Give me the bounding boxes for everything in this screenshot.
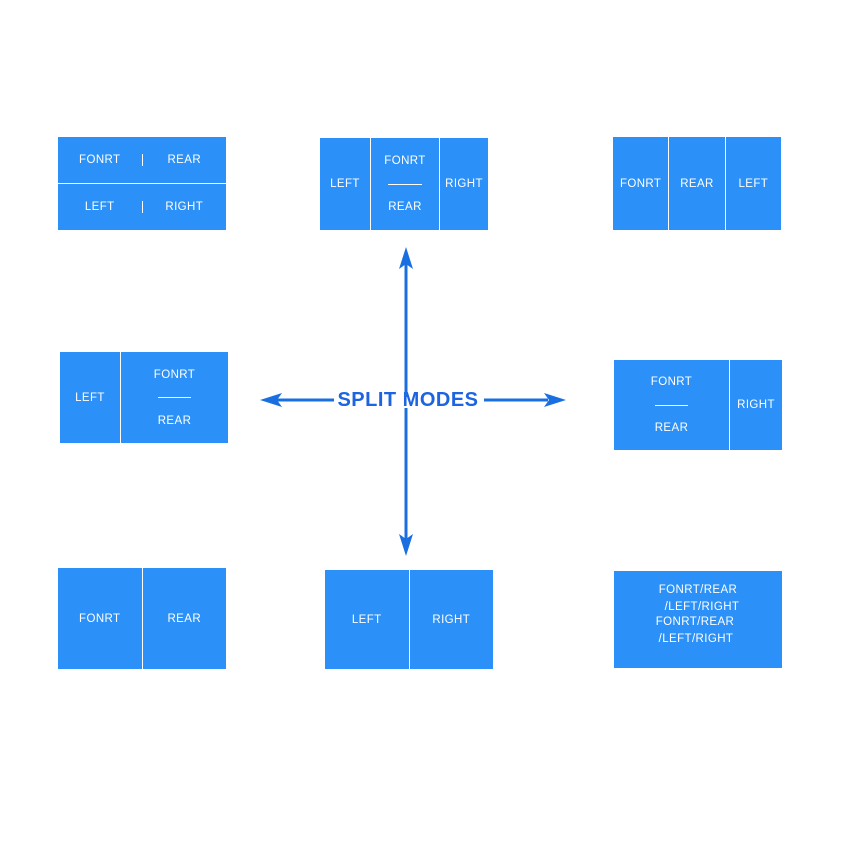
cell-front[interactable]: FONRT xyxy=(153,352,196,397)
combined-text-line: FONRT/REAR xyxy=(658,584,738,596)
right-stack: FONRT REAR xyxy=(120,352,228,443)
cell-label: REAR xyxy=(167,612,202,625)
cell-label: RIGHT xyxy=(165,201,204,213)
panel-left-stack-right-split[interactable]: LEFT FONRT REAR RIGHT xyxy=(320,138,488,230)
cell-label: LEFT xyxy=(351,613,382,626)
cell-label: REAR xyxy=(680,177,714,190)
cell-front[interactable]: FONRT xyxy=(58,568,142,669)
cell-label: REAR xyxy=(654,421,689,434)
cell-right[interactable]: RIGHT xyxy=(439,138,488,230)
cell-label: RIGHT xyxy=(445,178,483,190)
panel-front-rear-split[interactable]: FONRT REAR xyxy=(58,568,226,669)
cell-rear[interactable]: REAR xyxy=(668,137,725,230)
cell-rear[interactable]: REAR xyxy=(654,404,689,450)
combined-text-line: FONRT/REAR xyxy=(655,616,735,628)
combined-text-line: /LEFT/RIGHT xyxy=(664,601,740,613)
cell-label: FONRT xyxy=(384,154,426,167)
cell-label: REAR xyxy=(388,201,422,214)
arrow-left-icon xyxy=(260,393,334,407)
quad-bottom-row: LEFT RIGHT xyxy=(58,183,226,230)
cell-left[interactable]: LEFT xyxy=(60,352,120,443)
combined-text-line: /LEFT/RIGHT xyxy=(658,633,734,645)
center-stack: FONRT REAR xyxy=(370,138,439,230)
panel-three-column-split[interactable]: FONRT REAR LEFT xyxy=(613,137,781,230)
cell-right[interactable]: RIGHT xyxy=(408,570,493,669)
cell-label: FONRT xyxy=(619,177,662,190)
cell-front[interactable]: FONRT xyxy=(58,154,142,166)
cell-label: LEFT xyxy=(75,391,105,404)
left-stack: FONRT REAR xyxy=(614,360,729,450)
cell-right[interactable]: RIGHT xyxy=(141,201,226,213)
quad-top-row: FONRT REAR xyxy=(58,137,226,183)
arrow-right-icon xyxy=(484,393,566,407)
cell-label: FONRT xyxy=(79,612,121,625)
panel-combined-modes-text[interactable]: FONRT/REAR /LEFT/RIGHT FONRT/REAR /LEFT/… xyxy=(614,571,782,668)
cell-label: FONRT xyxy=(79,154,121,166)
cell-rear[interactable]: REAR xyxy=(141,154,226,166)
cell-label: REAR xyxy=(157,414,192,427)
panel-stack-plus-right-split[interactable]: FONRT REAR RIGHT xyxy=(614,360,782,450)
cell-left[interactable]: LEFT xyxy=(724,137,781,230)
cell-rear[interactable]: REAR xyxy=(141,568,226,669)
cell-left[interactable]: LEFT xyxy=(325,570,409,669)
cell-label: FONRT xyxy=(650,376,693,389)
arrow-up-icon xyxy=(399,247,413,397)
cell-label: RIGHT xyxy=(737,399,775,411)
cell-rear[interactable]: REAR xyxy=(157,397,192,443)
cell-label: REAR xyxy=(167,154,202,166)
cell-label: FONRT xyxy=(153,368,196,381)
cell-front[interactable]: FONRT xyxy=(650,360,693,405)
cell-front[interactable]: FONRT xyxy=(384,138,426,184)
panel-quad-split[interactable]: FONRT REAR LEFT RIGHT xyxy=(58,137,226,230)
panel-left-right-split[interactable]: LEFT RIGHT xyxy=(325,570,493,669)
cell-label: RIGHT xyxy=(432,613,471,626)
cell-left[interactable]: LEFT xyxy=(58,201,142,213)
cell-front[interactable]: FONRT xyxy=(613,137,669,230)
panel-left-plus-stack-split[interactable]: LEFT FONRT REAR xyxy=(60,352,228,443)
cell-label: LEFT xyxy=(84,201,115,213)
arrow-down-icon xyxy=(399,408,413,556)
cell-label: LEFT xyxy=(330,178,360,190)
cell-rear[interactable]: REAR xyxy=(388,183,422,230)
cell-label: LEFT xyxy=(738,177,769,190)
page-title: SPLIT MODES xyxy=(337,389,479,411)
cell-left[interactable]: LEFT xyxy=(320,138,370,230)
cell-right[interactable]: RIGHT xyxy=(729,360,782,450)
